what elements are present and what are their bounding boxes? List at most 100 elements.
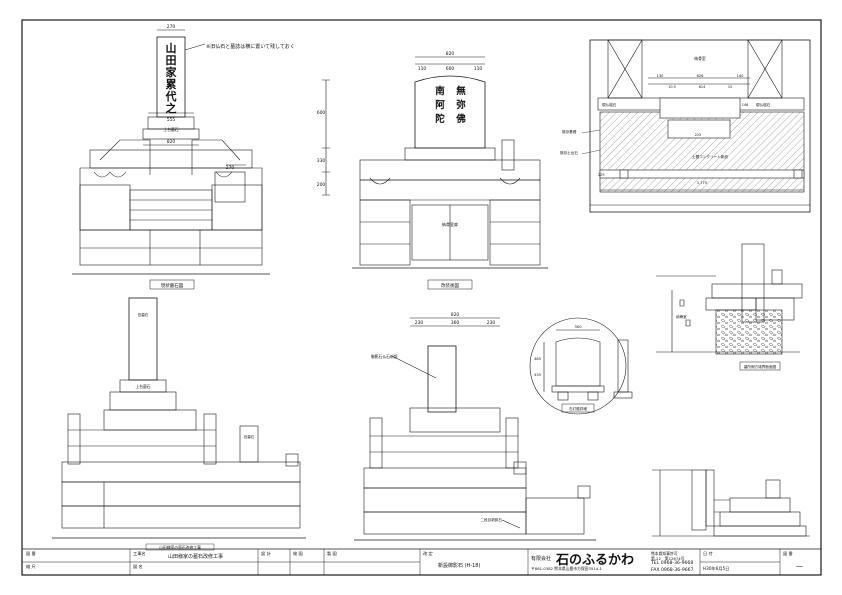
current-front-dim-555: 555 [167,117,176,123]
renovated-side-dim-1: 230 [415,320,424,326]
title-block-grid [22,548,821,575]
tb-label-draft: 製 図 [327,551,337,556]
section-dim: 225 [695,133,701,137]
detail-caption-box [561,403,595,413]
renovated-front-v-dim-top: 600 [317,110,326,116]
section-dim: 130 [657,74,665,78]
tb-date-value: H30年6月5日 [703,566,730,571]
current-side-stone-1: 旧墓石 [138,312,149,317]
tb-label-drawing-name: 図 名 [133,564,143,569]
current-front-plate-label: 上台墓石 [163,127,178,132]
side-section-caption-box [739,361,781,371]
tb-company-name: 石のふるかわ [556,553,635,568]
tb-address: 〒861-0382 熊本県山鹿市方保田3514-1 [531,566,602,571]
tb-label-designer: 設 計 [261,551,271,556]
section-dim: 146 [742,103,748,107]
tb-license-1: 熊本県知事許可 [651,551,678,556]
renovated-front-engraving: 南 無 阿 弥 陀 佛 [435,85,466,125]
tb-drawing-title: 新設御影石 (H-18) [438,563,481,569]
engraving-char: 佛 [455,113,466,125]
section-leaders [581,129,601,155]
tb-project-name: 山田様家の墓石改修工事 [168,554,224,560]
current-front-view [72,29,270,275]
detail-dim: 485 [534,357,541,361]
renovated-side-view [354,317,596,541]
renovated-side-step-label: 二段目新設石 [480,517,502,522]
tb-label-scale: 縮 尺 [26,564,36,569]
engraving-char: 山 [166,41,177,55]
renovated-side-dim-2: 360 [451,320,460,326]
side-section-view [656,243,803,355]
tb-label-sheet: 図 番 [783,551,793,556]
section-label-4: 既存基礎 [562,129,577,134]
side-section-caption: 墓所側方境界断面図 [744,364,777,369]
renovated-side-dim-3: 230 [487,320,496,326]
current-front-dim-270: 270 [226,165,235,171]
detail-circle [529,317,633,415]
section-label-2: 現仏壇石 [602,102,617,107]
current-side-plate-label: 上台墓石 [135,384,150,389]
renovated-front-v-dim-bottom: 200 [317,182,326,188]
side-section-label: 納骨室 [676,314,687,319]
engraving-char: 弥 [456,99,466,111]
current-side-view [52,297,306,539]
detail-dim: 300 [574,324,582,329]
section-label-5: 既存土台石 [560,150,578,155]
current-side-stone-2: 旧墓石 [244,434,255,439]
boundary-section-view [652,469,810,537]
engraving-char: 陀 [435,113,445,125]
engraving-char: 田 [166,54,177,67]
renovated-front-dim-right: 110 [474,66,483,72]
tb-label-date: 日 付 [703,551,713,556]
section-dim: 15 [728,85,732,89]
engraving-char: 累 [166,78,177,91]
section-dim: 140 [737,74,745,78]
renovated-side-callout: 御影石仏石新設 [371,354,398,359]
section-dim: 1,775 [697,181,707,185]
renovated-front-view [322,56,548,269]
renovated-front-dim-left: 110 [418,66,427,72]
current-front-callout: ※旧仏石と墓誌は横に置いて残しておく [206,43,295,50]
section-dim: 10.5 [668,85,676,89]
renovated-front-door-label: 納骨室扉 [442,221,458,227]
sheet-border [21,19,822,576]
renovated-front-caption-box [427,279,473,290]
tb-label-client: 工事名 [133,551,146,556]
tb-label-checker: 検 図 [293,551,303,556]
engraving-char: 阿 [435,100,445,111]
renovated-front-dim-mid: 600 [446,66,455,72]
renovated-side-dim-total: 820 [451,312,460,318]
current-side-caption: 山田様家の墓石改修工事 [159,545,201,550]
current-front-engraving: 山 田 家 累 代 之 [165,41,178,115]
engraving-char: 之 [166,101,177,115]
renovated-front-v-dim-mid: 330 [317,158,326,164]
detail-caption: 石灯籠詳細 [569,406,587,411]
current-front-top-dim: 270 [167,24,176,30]
section-dim: 229 [598,173,604,177]
engraving-char: 家 [166,65,178,79]
tb-tel: TEL 0968-36-9668 [651,561,694,566]
detail-dim: 435 [534,373,541,377]
tb-license-2: 第-22 第12674号 [651,556,685,561]
engraving-char: 無 [456,85,466,97]
tb-sheet-dash: — [796,562,803,570]
engraving-char: 南 [435,85,445,97]
section-label-1: 納骨室 [694,56,706,61]
section-dim: 626 [697,74,705,78]
current-front-caption: 現状墓石図 [161,282,184,289]
current-front-dim-820: 820 [167,139,176,145]
renovated-front-dim-total: 820 [446,51,455,57]
engraving-char: 代 [165,89,177,103]
section-label-3: 現仏壇石 [756,102,771,107]
renovated-front-caption: 改装後図 [441,282,459,289]
current-side-caption-box [145,543,215,551]
tb-label-revision: 改 定 [423,551,433,556]
tb-label-drawing-no: 図 番 [26,551,36,556]
current-front-caption-box [149,279,195,290]
section-view [589,39,811,213]
tb-company-prefix: 有限会社 [531,556,552,562]
section-dim: 614 [699,85,705,89]
tb-fax: FAX 0968-36-9667 [651,568,694,573]
section-label-6: 土間コンクリート新設 [692,154,728,159]
